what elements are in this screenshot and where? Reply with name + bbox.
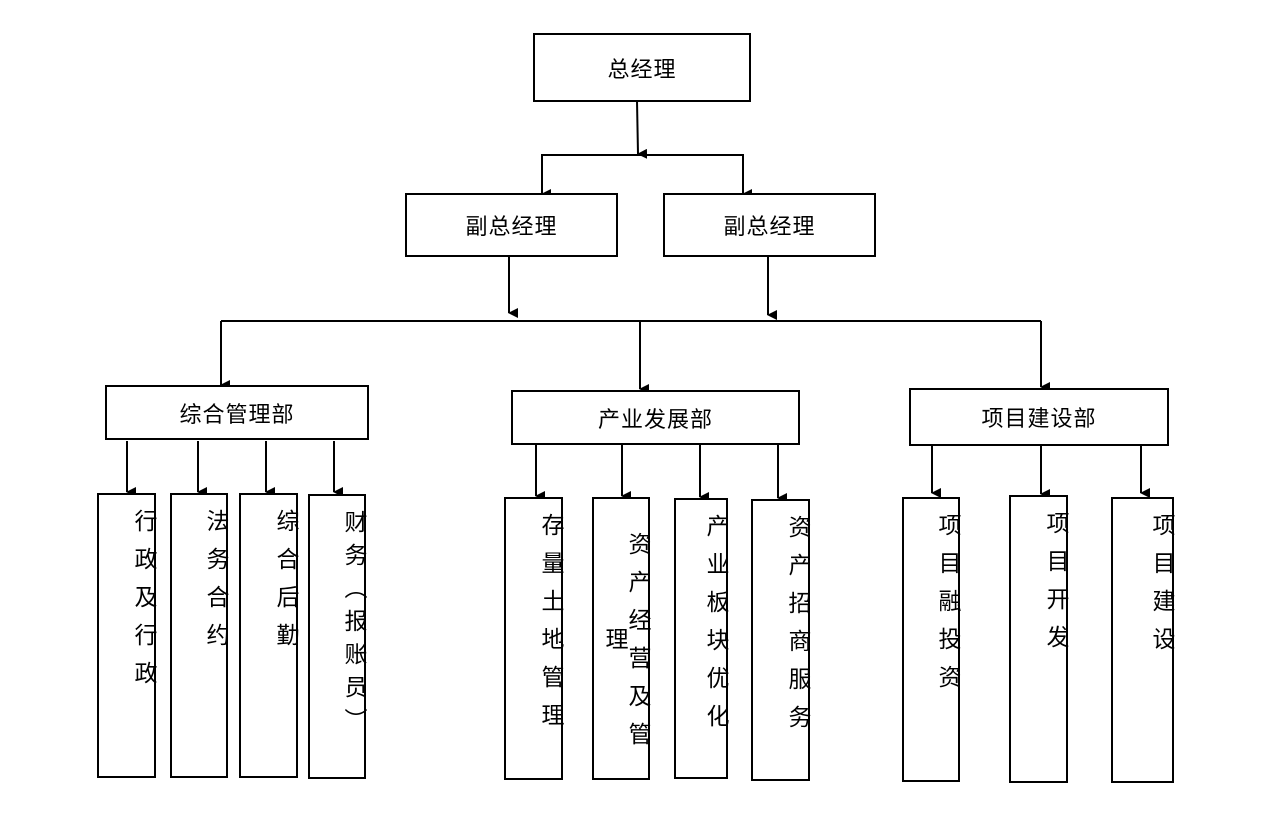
unit-project-2: 项目开发 [1009,495,1068,783]
dept-admin-label: 综合管理部 [179,402,295,428]
unit-project-1: 项目融投资 [902,497,960,782]
unit-industry-1-label: 存量土地管理 [537,513,563,741]
unit-industry-2-label: 资产经营及管理 [601,531,650,760]
unit-project-2-label: 项目开发 [1042,511,1068,663]
unit-industry-1: 存量土地管理 [504,497,563,780]
ceo-label: 总经理 [607,57,677,83]
unit-industry-4-label: 资产招商服务 [784,515,810,743]
unit-admin-4-label: 财务（报账员） [340,510,366,741]
ceo-box: 总经理 [533,33,751,102]
vp-right-label: 副总经理 [723,215,816,240]
dept-admin-box: 综合管理部 [105,385,369,440]
unit-admin-2: 法务合约 [170,493,228,778]
unit-industry-3: 产业板块优化 [674,498,728,779]
unit-admin-3-label: 综合后勤 [272,509,298,661]
unit-industry-3-label: 产业板块优化 [702,514,728,742]
unit-project-3-label: 项目建设 [1148,513,1174,665]
unit-industry-4: 资产招商服务 [751,499,810,781]
dept-industry-box: 产业发展部 [511,390,800,445]
unit-industry-2: 资产经营及管理 [592,497,650,780]
vp-bar [541,154,752,199]
vp-left-label: 副总经理 [465,215,558,240]
unit-project-1-label: 项目融投资 [934,513,960,703]
unit-admin-4: 财务（报账员） [308,494,366,779]
arrow-ceo [636,100,648,159]
vp-left-box: 副总经理 [405,193,618,257]
unit-project-3: 项目建设 [1111,497,1174,783]
vp-right-box: 副总经理 [663,193,876,257]
unit-admin-2-label: 法务合约 [202,509,228,661]
unit-admin-3: 综合后勤 [239,493,298,778]
dept-project-box: 项目建设部 [909,388,1169,446]
dept-industry-label: 产业发展部 [597,407,713,433]
dept-project-label: 项目建设部 [981,407,1097,432]
unit-admin-1-label: 行政及行政 [130,509,156,699]
unit-admin-1: 行政及行政 [97,493,156,778]
